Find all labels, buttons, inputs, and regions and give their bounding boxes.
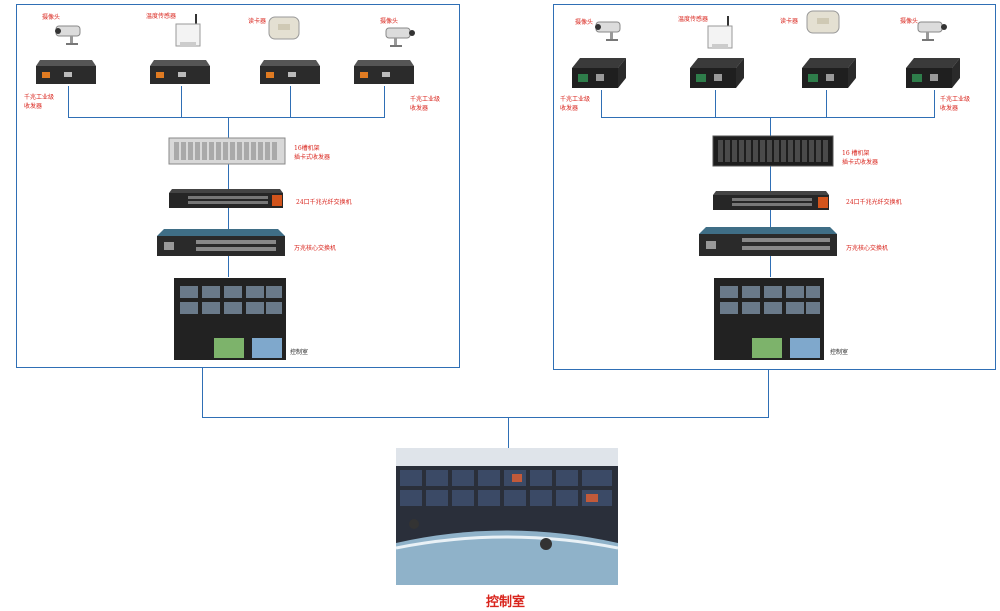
left-transceiver-label-a2: 千兆工业级 — [410, 96, 441, 103]
core-switch-icon — [698, 226, 838, 258]
card-reader-icon — [266, 14, 304, 42]
link-line — [508, 417, 509, 448]
right-transceiver-label-a: 千兆工业级 — [560, 96, 591, 103]
left-card-reader-label: 读卡器 — [248, 18, 267, 25]
right-card-reader-label: 读卡器 — [780, 18, 799, 25]
left-transceiver-label-b2: 收发器 — [410, 105, 429, 112]
main-control-room-photo — [396, 448, 618, 585]
industrial-transceiver-icon — [258, 58, 322, 86]
link-line — [181, 86, 182, 118]
camera-icon — [52, 20, 86, 46]
control-room-photo — [174, 278, 286, 360]
link-line — [601, 90, 602, 118]
media-converter-icon — [800, 56, 858, 90]
core-switch-icon — [156, 228, 286, 258]
link-line — [826, 90, 827, 118]
control-room-photo — [714, 278, 824, 360]
right-transceiver-label-a2: 千兆工业级 — [940, 96, 971, 103]
link-line — [601, 117, 935, 118]
right-room-label: 控制室 — [830, 349, 849, 356]
industrial-transceiver-icon — [34, 58, 98, 86]
right-temp-sensor-label: 温度传感器 — [678, 16, 709, 23]
camera-icon — [592, 16, 626, 42]
left-rack-label-a: 16槽机架 — [294, 145, 320, 152]
rack-chassis-icon — [168, 136, 286, 166]
left-transceiver-label-b: 收发器 — [24, 103, 43, 110]
left-room-label: 控制室 — [290, 349, 309, 356]
industrial-transceiver-icon — [352, 58, 416, 86]
right-transceiver-label-b: 收发器 — [560, 105, 579, 112]
camera-icon — [382, 22, 416, 48]
link-line — [934, 90, 935, 118]
temperature-sensor-icon — [704, 16, 736, 50]
left-camera2-label: 摄像头 — [380, 18, 399, 25]
right-transceiver-label-b2: 收发器 — [940, 105, 959, 112]
link-line — [202, 417, 769, 418]
link-line — [68, 117, 385, 118]
left-switch2-label: 万兆核心交换机 — [294, 245, 337, 252]
media-converter-icon — [904, 56, 962, 90]
gigabit-switch-icon — [168, 188, 284, 210]
left-camera1-label: 摄像头 — [42, 14, 61, 21]
right-switch2-label: 万兆核心交换机 — [846, 245, 889, 252]
media-converter-icon — [570, 56, 628, 90]
rack-chassis-icon — [712, 134, 834, 168]
right-switch1-label: 24口千兆光纤交换机 — [846, 199, 902, 206]
industrial-transceiver-icon — [148, 58, 212, 86]
left-network-panel — [16, 4, 460, 368]
left-rack-label-b: 插卡式收发器 — [294, 154, 331, 161]
link-line — [384, 86, 385, 118]
right-camera2-label: 摄像头 — [900, 18, 919, 25]
right-network-panel — [553, 4, 996, 370]
left-switch1-label: 24口千兆光纤交换机 — [296, 199, 352, 206]
camera-icon — [914, 16, 948, 42]
link-line — [68, 86, 69, 118]
media-converter-icon — [688, 56, 746, 90]
card-reader-icon — [804, 8, 844, 36]
right-rack-label-a: 16 槽机架 — [842, 150, 870, 157]
temperature-sensor-icon — [172, 14, 204, 48]
link-line — [290, 86, 291, 118]
right-camera1-label: 摄像头 — [575, 19, 594, 26]
left-transceiver-label-a: 千兆工业级 — [24, 94, 55, 101]
link-line — [715, 90, 716, 118]
main-room-label: 控制室 — [486, 595, 526, 610]
left-temp-sensor-label: 温度传感器 — [146, 13, 177, 20]
link-line — [202, 368, 203, 418]
link-line — [768, 370, 769, 418]
right-rack-label-b: 插卡式收发器 — [842, 159, 879, 166]
gigabit-switch-icon — [712, 190, 830, 212]
